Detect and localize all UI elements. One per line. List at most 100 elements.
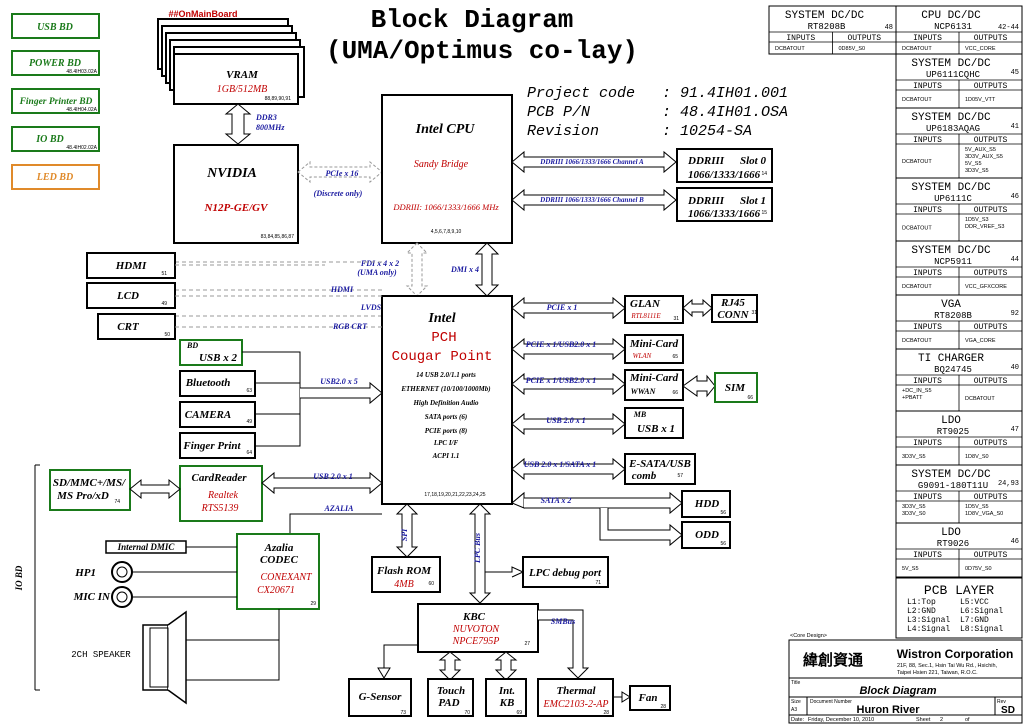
title-block: <Core Design> 緯創資通 Wistron Corporation 2… xyxy=(788,633,1023,724)
dcdc-inputs-header: INPUTS xyxy=(786,34,815,43)
slot0-page: 14 xyxy=(761,171,767,177)
kb-page: 69 xyxy=(516,710,522,716)
codec-line1: Azalia xyxy=(264,542,294,554)
kbc-part: NPCE795P xyxy=(452,636,500,647)
codec-brand: CONEXANT xyxy=(260,572,313,583)
legend-finger-bd-pn: 48.4IH04.02A xyxy=(66,107,97,113)
touchpad: Touch PAD 70 xyxy=(427,678,474,717)
kb-label: Int. xyxy=(498,685,515,697)
title-field: Block Diagram xyxy=(859,685,936,697)
esata-line1: E-SATA/USB xyxy=(628,458,691,470)
minicard-wwan: Mini-Card WWAN 66 xyxy=(624,369,684,401)
codec-part: CX20671 xyxy=(257,585,295,596)
legend-io-bd: IO BD xyxy=(35,134,64,145)
touchpad-sub: PAD xyxy=(438,697,459,709)
glan-bus: PCIE x 1 xyxy=(547,303,578,312)
dcdc-output: 0D75V_S0 xyxy=(965,566,992,572)
usbbd-tag: BD xyxy=(186,341,198,350)
date-value: Friday, December 10, 2010 xyxy=(808,717,874,723)
dcdc-part: BQ24745 xyxy=(934,365,972,375)
smbus-label: SMBus xyxy=(551,617,575,626)
sim-page: 66 xyxy=(747,395,753,401)
pch-line1: PCH xyxy=(431,330,456,346)
pch-line2: Cougar Point xyxy=(392,349,493,365)
dcdc-inputs-header: INPUTS xyxy=(913,439,942,448)
pch-feature-pcie: PCIE ports (8) xyxy=(425,427,467,435)
lcd-page: 49 xyxy=(161,301,167,307)
sd-line2: MS Pro/xD xyxy=(56,490,109,502)
ddr3-link-speed: 800MHz xyxy=(256,123,285,132)
pch-feature-audio: High Definition Audio xyxy=(412,399,479,407)
dcdc-output: 1D5V_S5 xyxy=(965,504,989,510)
pcb-layer-3: L3:Signal xyxy=(907,616,950,625)
thermal-page: 28 xyxy=(603,710,609,716)
dcdc-page: 46 xyxy=(1011,193,1019,201)
dcdc-input: DCBATOUT xyxy=(902,46,932,52)
ddr-slot-1: DDRIII Slot 1 1066/1333/1666 15 xyxy=(676,187,773,222)
dcdc-input: DCBATOUT xyxy=(902,97,932,103)
sata-bus: SATA x 2 xyxy=(541,496,572,505)
size-label: Size xyxy=(791,699,801,705)
bluetooth-label: Bluetooth xyxy=(185,377,231,389)
dcdc-title: TI CHARGER xyxy=(918,353,984,365)
pcb-layer-2: L2:GND xyxy=(907,607,936,616)
speaker-label: 2CH SPEAKER xyxy=(71,650,131,660)
g-sensor-label: G-Sensor xyxy=(359,691,403,703)
usbbd-label: USB x 2 xyxy=(199,352,237,364)
ddr-slot-0: DDRIII Slot 0 1066/1333/1666 14 xyxy=(676,148,773,183)
usb-group: BD USB x 2 Bluetooth 63 CAMERA 49 Finger… xyxy=(179,339,383,459)
dcdc-part: G9091-180T11U xyxy=(918,481,988,491)
dcdc-part: RT9025 xyxy=(937,427,969,437)
dcdc-output: 1D5V_S3 xyxy=(965,217,989,223)
touchpad-label: Touch xyxy=(437,685,465,697)
ddr-channel-a: DDRIII 1066/1333/1666 Channel A xyxy=(539,158,644,166)
minicard2-bus: PCIE x 1/USB2.0 x 1 xyxy=(526,376,596,385)
bluetooth-page: 63 xyxy=(246,388,252,394)
fdi-note: (UMA only) xyxy=(357,268,397,277)
dcdc-page: 46 xyxy=(1011,538,1019,546)
vram-label: VRAM xyxy=(226,69,259,81)
dcdc-outputs-header: OUTPUTS xyxy=(974,34,1008,43)
company-name: Wistron Corporation xyxy=(897,647,1014,661)
rj45-line1: RJ45 xyxy=(720,297,745,309)
hdd-label: HDD xyxy=(694,498,720,510)
sd-page: 74 xyxy=(114,499,120,505)
dcdc-inputs-header: INPUTS xyxy=(913,206,942,215)
odd: ODD 56 xyxy=(681,521,731,549)
pch-feature-sata: SATA ports (6) xyxy=(425,413,467,421)
dcdc-outputs-header: OUTPUTS xyxy=(974,323,1008,332)
sheet-label: Sheet xyxy=(916,717,931,723)
thermal-sensor: Thermal EMC2103-2-AP 28 xyxy=(537,678,614,717)
cpu-title: Intel CPU xyxy=(415,122,476,137)
dcdc-inputs-header: INPUTS xyxy=(913,269,942,278)
of-label: of xyxy=(965,717,970,723)
minicard2-sub: WWAN xyxy=(631,387,657,396)
vram-size: 1GB/512MB xyxy=(217,84,268,95)
pcie16-label: PCIe x 16 xyxy=(326,169,359,178)
nvidia-label: NVIDIA xyxy=(206,166,257,181)
dcdc-page: 45 xyxy=(1011,69,1019,77)
glan: GLAN RTL8111E 31 xyxy=(624,295,684,324)
pch-feature-acpi: ACPI 1.1 xyxy=(432,452,460,460)
glan-label: GLAN xyxy=(630,298,661,310)
dcdc-page: 48 xyxy=(885,24,893,32)
hdd: HDD 56 xyxy=(681,490,731,518)
dcdc-page: 24,93 xyxy=(998,480,1019,488)
mbusb-bus: USB 2.0 x 1 xyxy=(546,416,586,425)
dcdc-input: DCBATOUT xyxy=(775,46,805,52)
dcdc-output: 5V_S5 xyxy=(965,161,982,167)
slot1-speed: 1066/1333/1666 xyxy=(688,208,761,220)
pcb-layer-1: L1:Top xyxy=(907,598,936,607)
io-bd-label: IO BD xyxy=(14,565,24,591)
pch-pages: 17,18,19,20,21,22,23,24,25 xyxy=(424,492,485,498)
dcdc-part: NCP6131 xyxy=(934,22,972,32)
dcdc-outputs-header: OUTPUTS xyxy=(974,551,1008,560)
dcdc-part: RT9026 xyxy=(937,539,969,549)
date-label: Date: xyxy=(791,717,805,723)
rj45-page: 31 xyxy=(751,310,757,316)
dcdc-title: SYSTEM DC/DC xyxy=(911,469,991,481)
project-code-label: Project code xyxy=(527,85,635,102)
codec-line2: CODEC xyxy=(260,554,299,566)
slot1-page: 15 xyxy=(761,210,767,216)
